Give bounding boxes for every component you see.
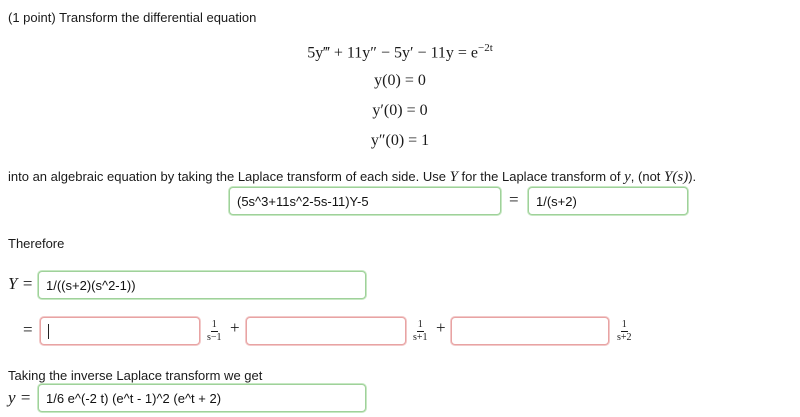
text-cursor [48, 324, 49, 339]
partial-fraction-equals: = [23, 320, 33, 339]
instruction-text: into an algebraic equation by taking the… [8, 169, 696, 186]
plus-sign-2: + [436, 318, 446, 337]
instruction-Y: Y [449, 169, 458, 185]
Y-equals-label: Y = [8, 274, 34, 293]
partial-fraction-input-2[interactable] [246, 317, 406, 345]
fraction-1-denominator: s−1 [207, 332, 222, 343]
y-equals-label: y = [8, 388, 32, 407]
instruction-part3: , (not [630, 169, 665, 184]
equals-sign: = [509, 190, 519, 209]
instruction-part1: into an algebraic equation by taking the… [8, 169, 450, 184]
instruction-Ys: Y(s) [664, 169, 689, 185]
therefore-label: Therefore [8, 236, 65, 251]
problem-intro: (1 point) Transform the differential equ… [8, 10, 257, 25]
y-answer-input[interactable]: 1/6 e^(-2 t) (e^t - 1)^2 (e^t + 2) [38, 384, 366, 412]
equation-exponent: −2t [478, 42, 493, 54]
partial-fraction-input-1[interactable] [40, 317, 200, 345]
initial-condition-1: y(0) = 0 [374, 72, 426, 89]
fraction-2-numerator: 1 [416, 319, 424, 332]
fraction-3-numerator: 1 [620, 319, 628, 332]
fraction-3-denominator: s+2 [617, 332, 632, 343]
lhs-answer-input[interactable]: (5s^3+11s^2-5s-11)Y-5 [229, 187, 501, 215]
equation-text: 5y‴ + 11y″ − 5y′ − 11y = e [307, 44, 479, 62]
fraction-1-numerator: 1 [210, 319, 218, 332]
instruction-part4: ). [688, 169, 697, 184]
fraction-2-denominator: s+1 [413, 332, 428, 343]
instruction-part2: for the Laplace transform of [457, 169, 625, 184]
inverse-transform-label: Taking the inverse Laplace transform we … [8, 368, 263, 383]
differential-equation: 5y‴ + 11y″ − 5y′ − 11y = e−2t [0, 42, 800, 62]
rhs-answer-input[interactable]: 1/(s+2) [528, 187, 688, 215]
plus-sign-1: + [230, 318, 240, 337]
partial-fraction-input-3[interactable] [451, 317, 609, 345]
Y-answer-input[interactable]: 1/((s+2)(s^2-1)) [38, 271, 366, 299]
initial-condition-2: y′(0) = 0 [372, 102, 428, 119]
initial-condition-3: y″(0) = 1 [370, 132, 430, 149]
instruction-y: y [624, 169, 631, 185]
